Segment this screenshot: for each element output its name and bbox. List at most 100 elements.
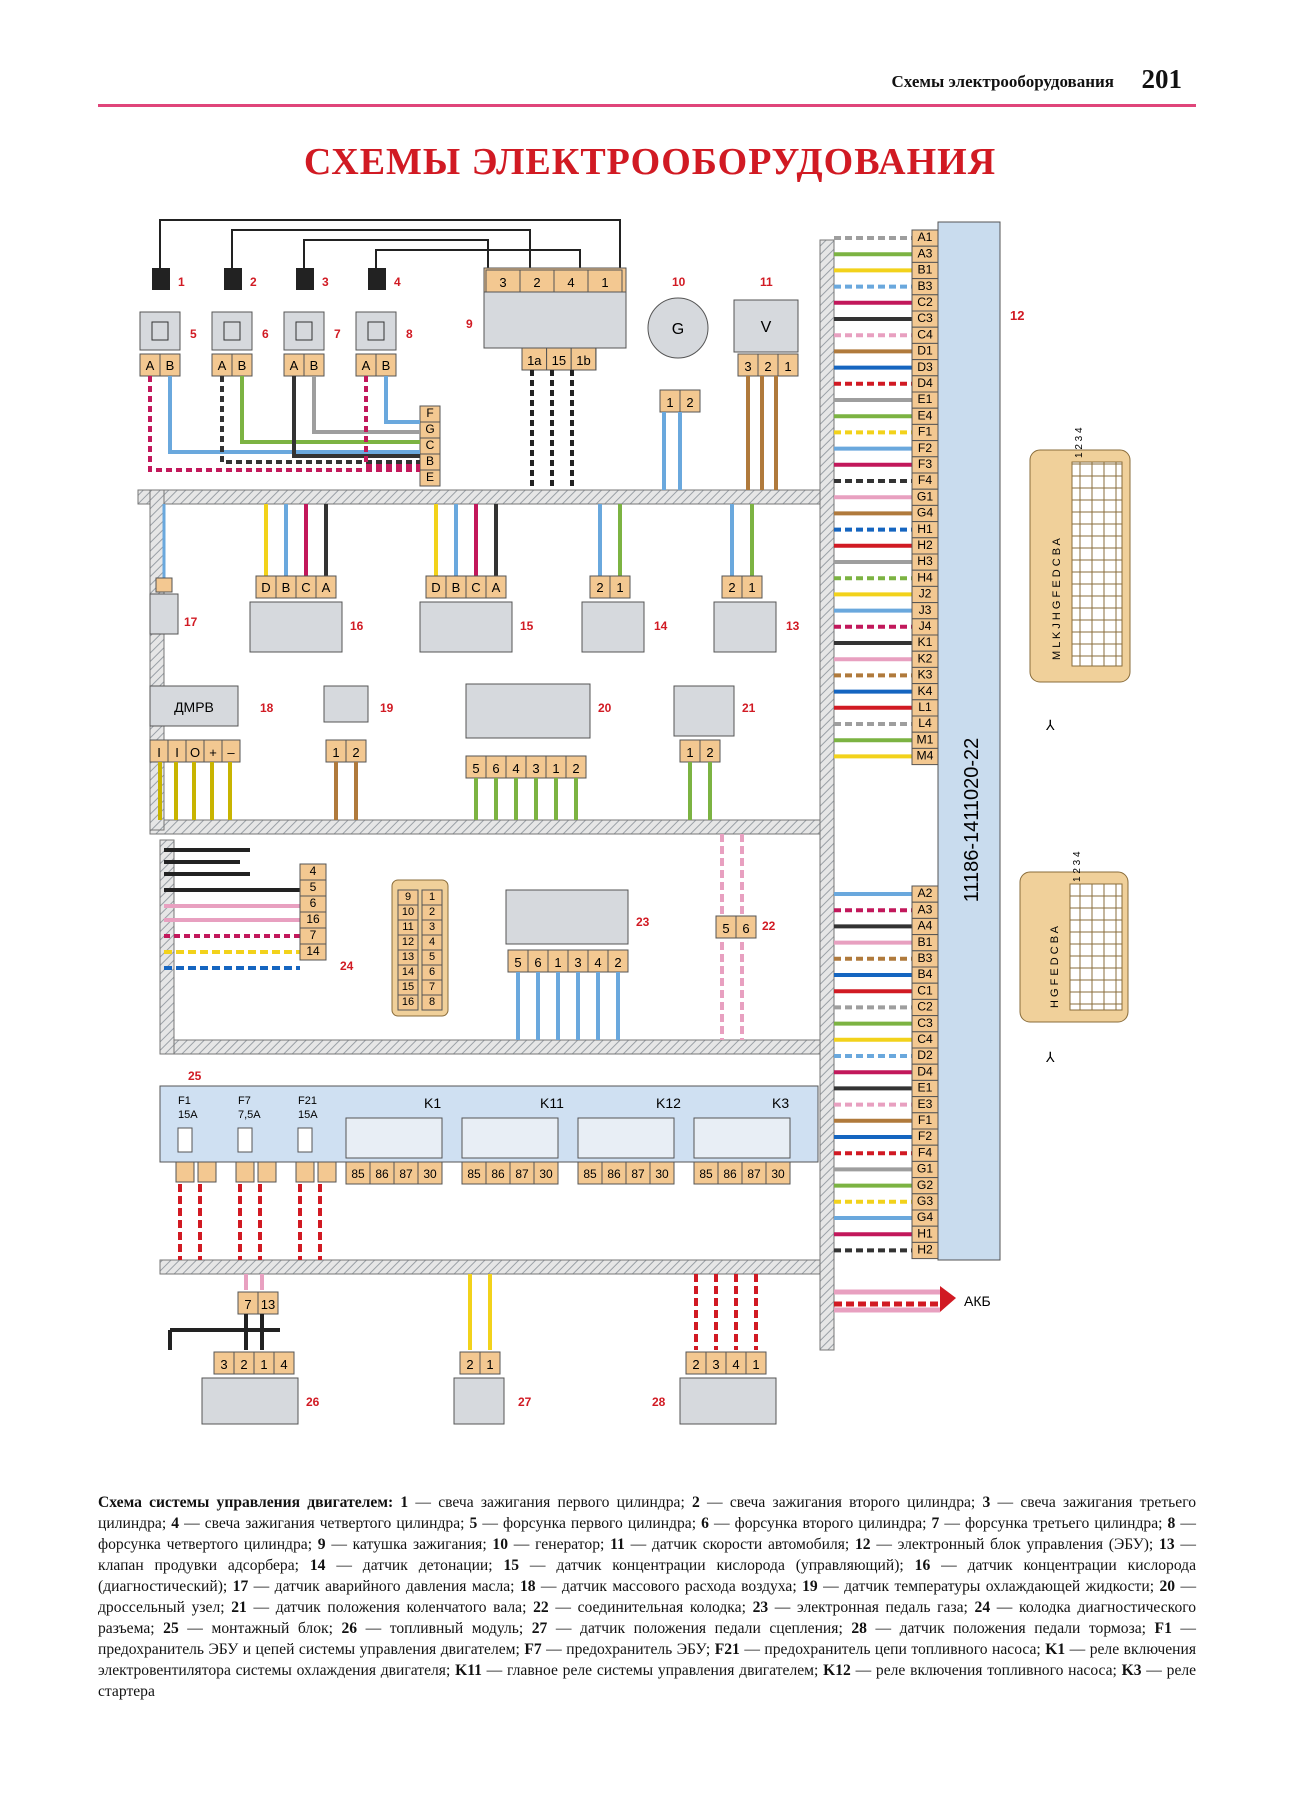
pin-label: E1 [918,1081,933,1095]
pin-label: 9 [405,891,411,903]
caption-item-text: колодка диагностического разъема; [98,1599,1197,1637]
pin-label: C1 [917,983,933,997]
svg-text:B: B [166,358,175,373]
svg-text:K3: K3 [772,1095,789,1111]
caption-item: 12 — электронный блок управления (ЭБУ); [855,1536,1154,1553]
svg-text:K11: K11 [540,1095,564,1111]
harness-trunks [137,239,835,1351]
pin-label: F1 [918,425,932,439]
caption-item-text: монтажный блок; [211,1620,333,1637]
caption-item: K12 — реле включения топливного насоса; [823,1662,1117,1679]
caption-item-number: 22 [533,1599,549,1616]
pin-label: G2 [917,1178,933,1192]
pin-label: 3 [429,921,435,933]
pin-label: 14 [402,966,414,978]
svg-text:A: A [218,358,227,373]
caption-item: F7 — предохранитель ЭБУ; [524,1641,711,1658]
caption-item-text: форсунка четвертого цилиндра; [98,1536,313,1553]
svg-text:8: 8 [406,327,413,341]
caption-item-text: датчик положения педали сцепления; [580,1620,843,1637]
caption-item-text: форсунка первого цилиндра; [503,1515,697,1532]
pin-label: 3 [499,275,506,290]
pin-label: 2 [240,1357,247,1372]
caption-item-text: форсунка третьего цилиндра; [965,1515,1163,1532]
caption-item-number: 14 [309,1557,326,1574]
figure-caption: Схема системы управления двигателем: 1 —… [98,1492,1196,1702]
pin-label: 1 [332,745,339,760]
pin-label: 1 [552,761,559,776]
svg-text:85: 85 [467,1167,481,1181]
pin-label: D2 [917,1048,933,1062]
caption-item-text: реле стартера [98,1662,1197,1700]
caption-item-number: 19 [802,1578,818,1595]
pin-label: 1 [601,275,608,290]
pin-label: 3 [574,955,581,970]
svg-text:27: 27 [518,1395,532,1409]
svg-text:F1: F1 [178,1095,191,1107]
connector-pin [397,994,419,1011]
pin-label: I [157,745,161,760]
pin-label: 5 [310,880,317,894]
pin-label: 5 [429,951,435,963]
pin-label: 1 [686,745,693,760]
pin-label: D1 [917,344,933,358]
caption-item-text: дроссельный узел; [98,1599,225,1616]
page-number: 201 [1141,64,1183,94]
caption-item: 10 — генератор; [492,1536,605,1553]
svg-text:C: C [471,580,480,595]
svg-text:17: 17 [184,615,198,629]
caption-item: 28 — датчик положения педали тормоза; [851,1620,1146,1637]
caption-item-text: датчик положения коленчатого вала; [275,1599,527,1616]
caption-item-number: 5 [469,1515,478,1532]
connector-pin [911,1241,939,1260]
caption-lead: Схема системы управления двигателем: [98,1494,394,1511]
caption-item-text: свеча зажигания четвертого цилиндра; [204,1515,465,1532]
caption-item-text: датчик концентрации кислорода (управляющ… [556,1557,904,1574]
socket-bottom-numbers: 1 2 3 4 [1072,851,1083,882]
pin-label: H3 [917,554,933,568]
pin-label: H2 [917,538,933,552]
connector-pin [257,1291,279,1315]
pin-label: A3 [918,902,933,916]
caption-item-text: датчик концентрации кислорода (диагности… [98,1557,1197,1595]
caption-item-number: 17 [232,1578,249,1595]
pin-label: 6 [492,761,499,776]
svg-text:A: A [492,580,501,595]
pin-label: C3 [917,311,933,325]
pin-label: C3 [917,1016,933,1030]
pin-label: 1 [486,1357,493,1372]
svg-text:6: 6 [262,327,269,341]
svg-text:2: 2 [728,580,735,595]
pin-label: 2 [614,955,621,970]
pin-label: E3 [918,1097,933,1111]
caption-item-number: 23 [752,1599,769,1616]
connector-pin [479,1351,501,1375]
caption-item-number: 7 [931,1515,940,1532]
ecu-wires-top [834,236,912,759]
pin-label: C2 [917,1000,933,1014]
svg-text:C: C [301,580,310,595]
pin-label: K3 [918,668,933,682]
pin-label: C [426,438,435,452]
caption-item-number: 26 [341,1620,358,1637]
pin-label: 2 [686,395,693,410]
pin-label: D4 [917,376,933,390]
ecu-socket-bottom: H G F E D C B A 1 2 3 4 ⅄ [1019,851,1129,1065]
pin-label: 14 [306,944,320,958]
caption-item-number: 1 [400,1494,409,1511]
caption-item: 24 — колодка диагностического разъема; [98,1599,1197,1637]
caption-item-text: датчик положения педали тормоза; [899,1620,1146,1637]
pin-label: 1 [784,359,791,374]
caption-item-number: 15 [503,1557,520,1574]
connector-pin [273,1351,295,1375]
svg-text:10: 10 [672,275,686,289]
pin-label: B1 [918,263,933,277]
pin-label: 2 [706,745,713,760]
